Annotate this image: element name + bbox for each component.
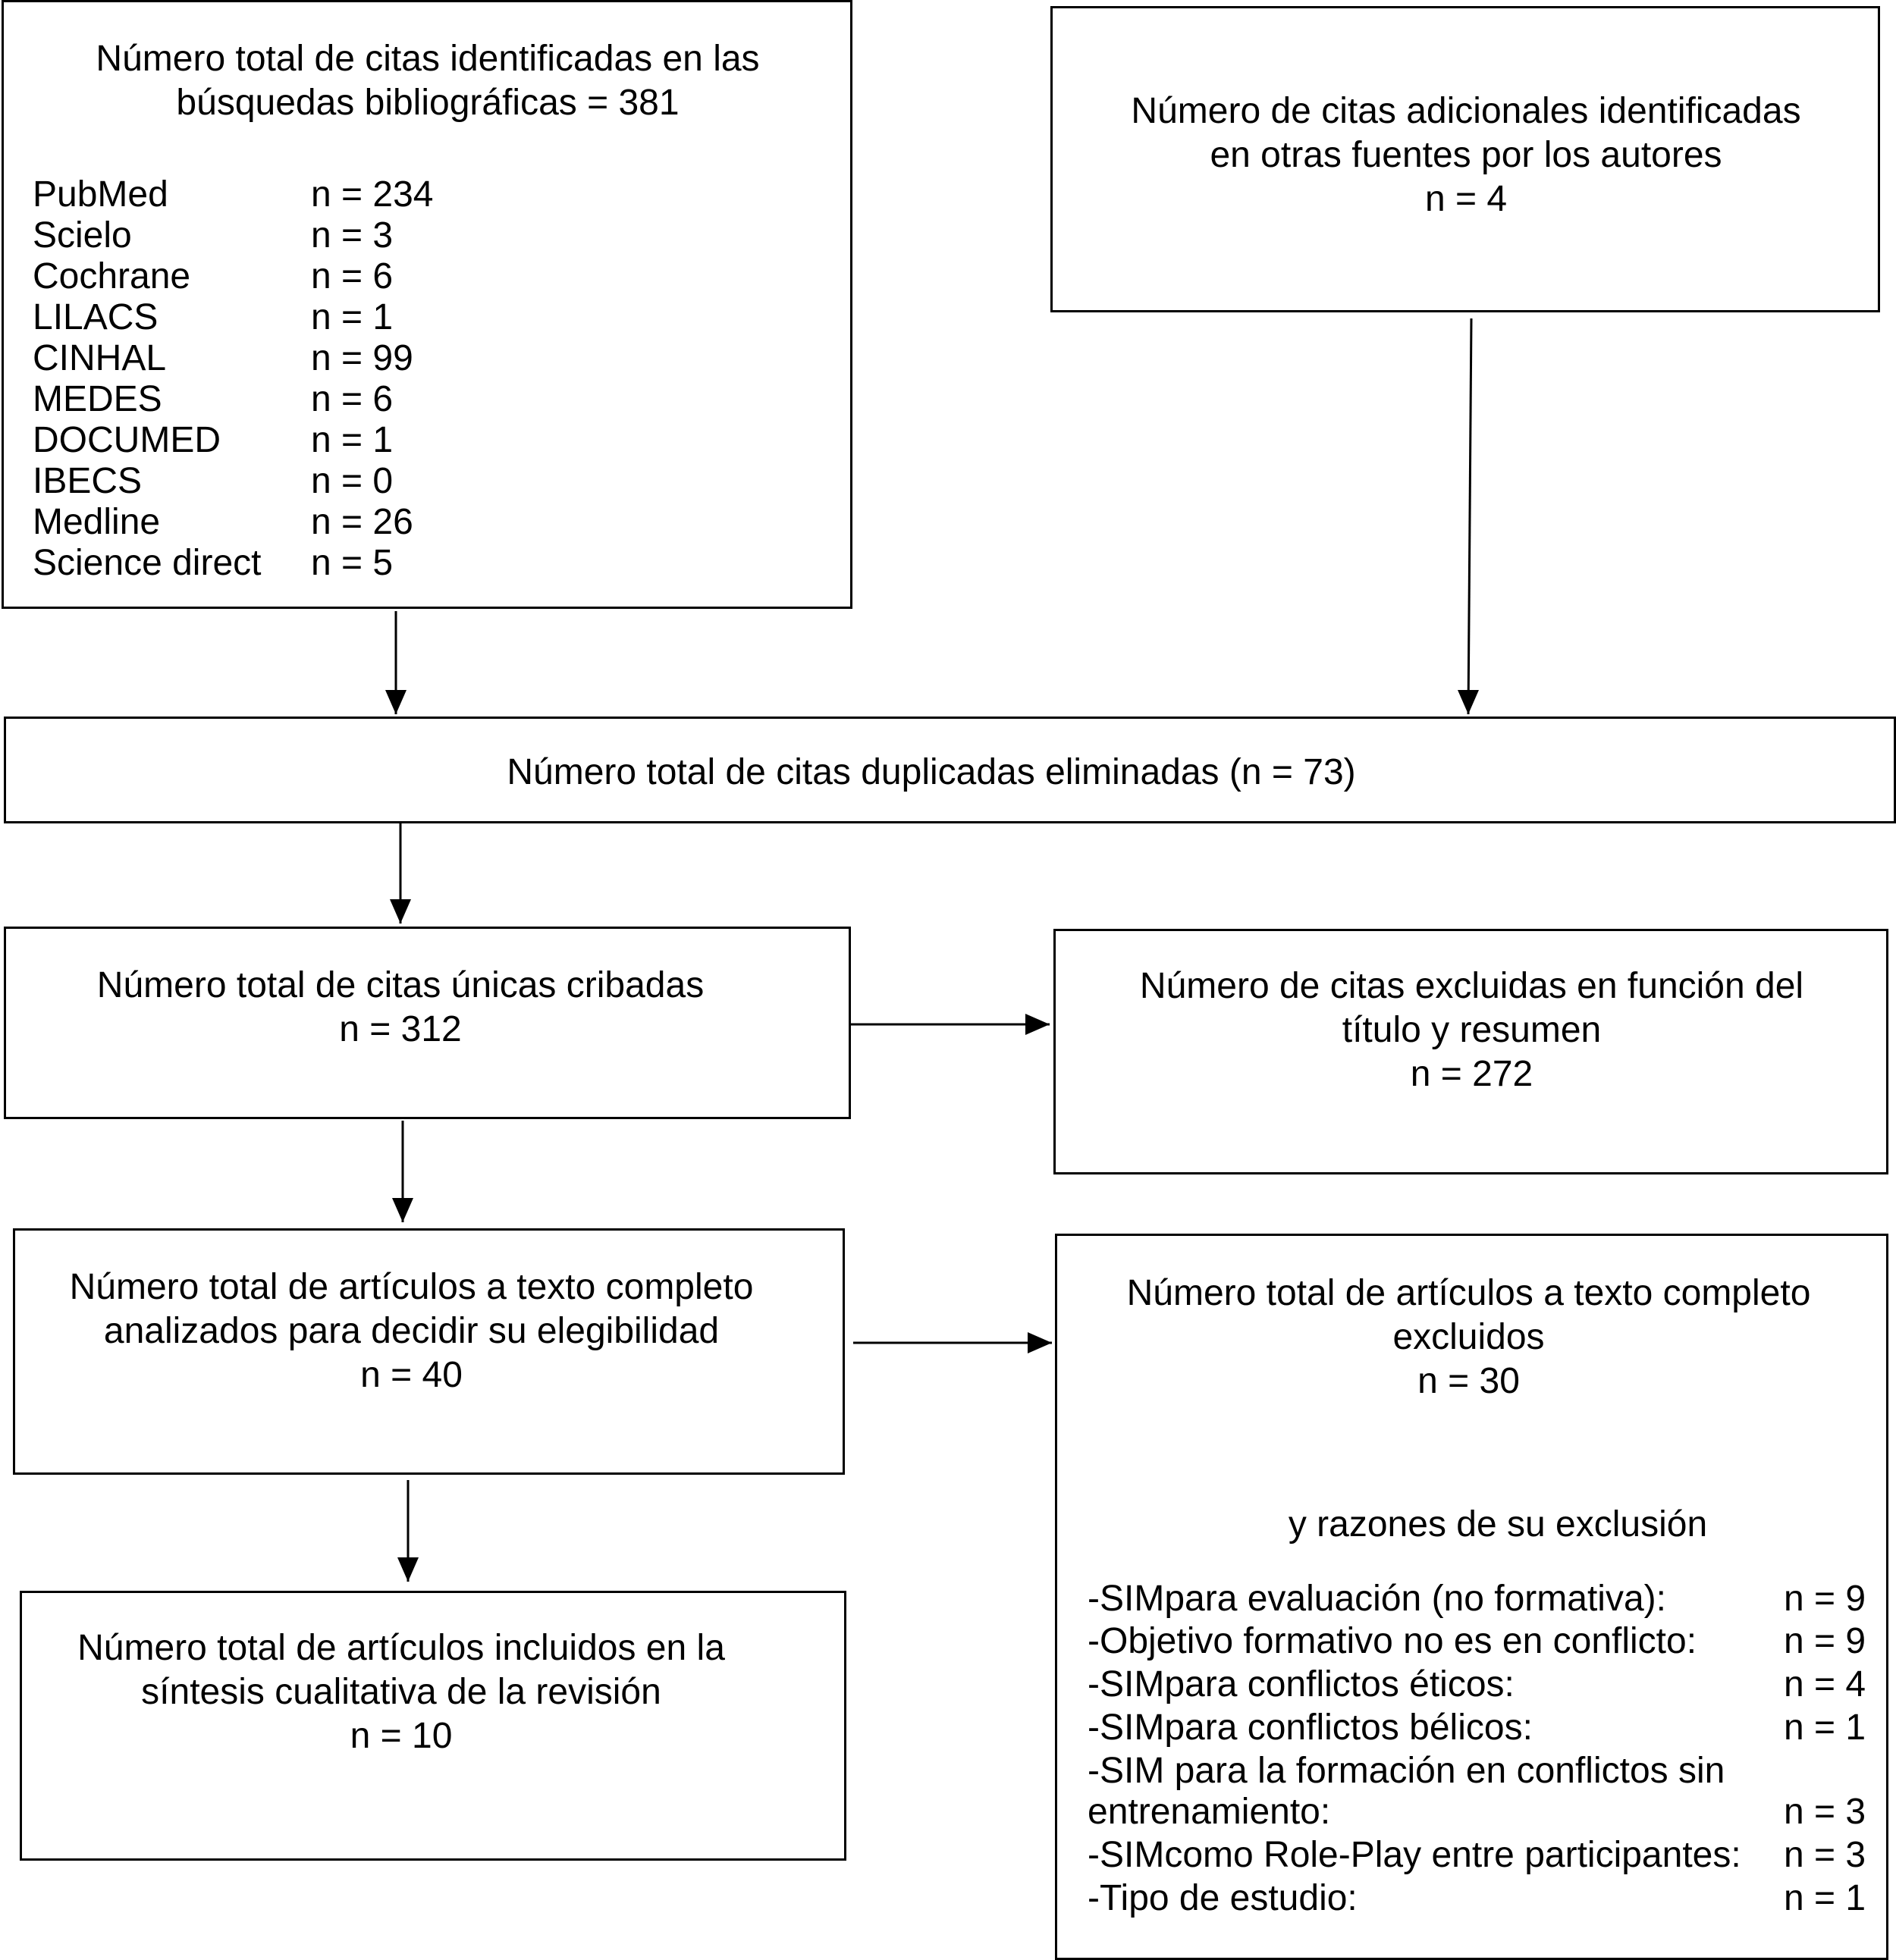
arrowhead <box>1025 1014 1050 1035</box>
fulltext-line2: analizados para decidir su elegibilidad <box>103 1311 720 1351</box>
reason-label: -SIMpara conflictos bélicos: <box>1088 1708 1533 1748</box>
reason-count: n = 3 <box>1784 1835 1866 1875</box>
source-name: CINHAL <box>33 338 167 378</box>
source-count: n = 1 <box>311 297 394 337</box>
additional-count: n = 4 <box>1424 179 1508 219</box>
reason-count: n = 4 <box>1784 1664 1866 1704</box>
source-name: Medline <box>33 502 161 542</box>
arrowhead <box>397 1557 419 1582</box>
arrowhead <box>392 1198 413 1222</box>
arrowhead <box>390 899 411 924</box>
reason-label: -SIM para la formación en conflictos sin <box>1088 1751 1725 1791</box>
fulltext-excluded-count: n = 30 <box>1417 1361 1520 1401</box>
screened-count: n = 312 <box>339 1009 462 1049</box>
source-count: n = 99 <box>311 338 413 378</box>
source-name: PubMed <box>33 174 168 215</box>
excluded-title-abstract-box: Número de citas excluidas en función del… <box>1053 929 1888 1174</box>
arrowhead <box>385 690 407 714</box>
source-count: n = 0 <box>311 461 394 501</box>
excluded-title-line2: título y resumen <box>1342 1010 1602 1050</box>
source-name: MEDES <box>33 379 162 419</box>
arrowhead <box>1028 1332 1052 1353</box>
source-name: DOCUMED <box>33 420 221 460</box>
reason-label: -Objetivo formativo no es en conflicto: <box>1088 1621 1697 1661</box>
source-name: Cochrane <box>33 256 191 296</box>
reason-count: n = 9 <box>1784 1621 1866 1661</box>
duplicates-removed-box: Número total de citas duplicadas elimina… <box>4 717 1896 823</box>
source-name: Scielo <box>33 215 132 256</box>
duplicates-text: Número total de citas duplicadas elimina… <box>507 752 1356 792</box>
included-count: n = 10 <box>350 1716 453 1756</box>
source-count: n = 5 <box>311 543 394 583</box>
additional-line1: Número de citas adicionales identificada… <box>1131 91 1801 131</box>
reason-label: entrenamiento: <box>1088 1792 1331 1832</box>
reason-label: -Tipo de estudio: <box>1088 1878 1358 1918</box>
source-count: n = 1 <box>311 420 394 460</box>
included-line2: síntesis cualitativa de la revisión <box>141 1672 661 1712</box>
source-count: n = 234 <box>311 174 434 215</box>
reason-count: n = 3 <box>1784 1792 1866 1832</box>
excluded-title-count: n = 272 <box>1410 1054 1533 1094</box>
included-line1: Número total de artículos incluidos en l… <box>77 1628 725 1668</box>
additional-records-box: Número de citas adicionales identificada… <box>1050 6 1880 312</box>
screened-line1: Número total de citas únicas cribadas <box>96 965 705 1005</box>
included-studies-box: Número total de artículos incluidos en l… <box>20 1591 846 1861</box>
exclusion-reasons-title: y razones de su exclusión <box>1288 1504 1708 1544</box>
arrow-additional-to-duplicates <box>1467 318 1473 715</box>
reason-label: -SIMpara conflictos éticos: <box>1088 1664 1515 1704</box>
fulltext-excluded-line1: Número total de artículos a texto comple… <box>1126 1273 1811 1313</box>
reason-label: -SIMcomo Role-Play entre participantes: <box>1088 1835 1741 1875</box>
source-name: IBECS <box>33 461 143 501</box>
reason-count: n = 1 <box>1784 1878 1866 1918</box>
arrowhead <box>1458 690 1479 714</box>
reason-label: -SIMpara evaluación (no formativa): <box>1088 1579 1666 1619</box>
excluded-title-line1: Número de citas excluidas en función del <box>1139 966 1804 1006</box>
fulltext-excluded-box: Número total de artículos a texto comple… <box>1055 1234 1888 1960</box>
fulltext-count: n = 40 <box>360 1355 463 1395</box>
additional-line2: en otras fuentes por los autores <box>1210 135 1722 175</box>
screened-records-box: Número total de citas únicas cribadas n … <box>4 927 851 1119</box>
source-count: n = 3 <box>311 215 394 256</box>
source-count: n = 6 <box>311 256 394 296</box>
fulltext-line1: Número total de artículos a texto comple… <box>69 1267 754 1307</box>
source-name: LILACS <box>33 297 159 337</box>
source-name: Science direct <box>33 543 262 583</box>
identified-title-line1: Número total de citas identificadas en l… <box>96 39 760 79</box>
fulltext-assessed-box: Número total de artículos a texto comple… <box>13 1228 845 1475</box>
fulltext-excluded-line2: excluidos <box>1392 1317 1545 1357</box>
identified-records-box: Número total de citas identificadas en l… <box>2 0 852 609</box>
source-count: n = 26 <box>311 502 413 542</box>
source-count: n = 6 <box>311 379 394 419</box>
reason-count: n = 9 <box>1784 1579 1866 1619</box>
reason-count: n = 1 <box>1784 1708 1866 1748</box>
identified-title-line2: búsquedas bibliográficas = 381 <box>176 83 680 123</box>
